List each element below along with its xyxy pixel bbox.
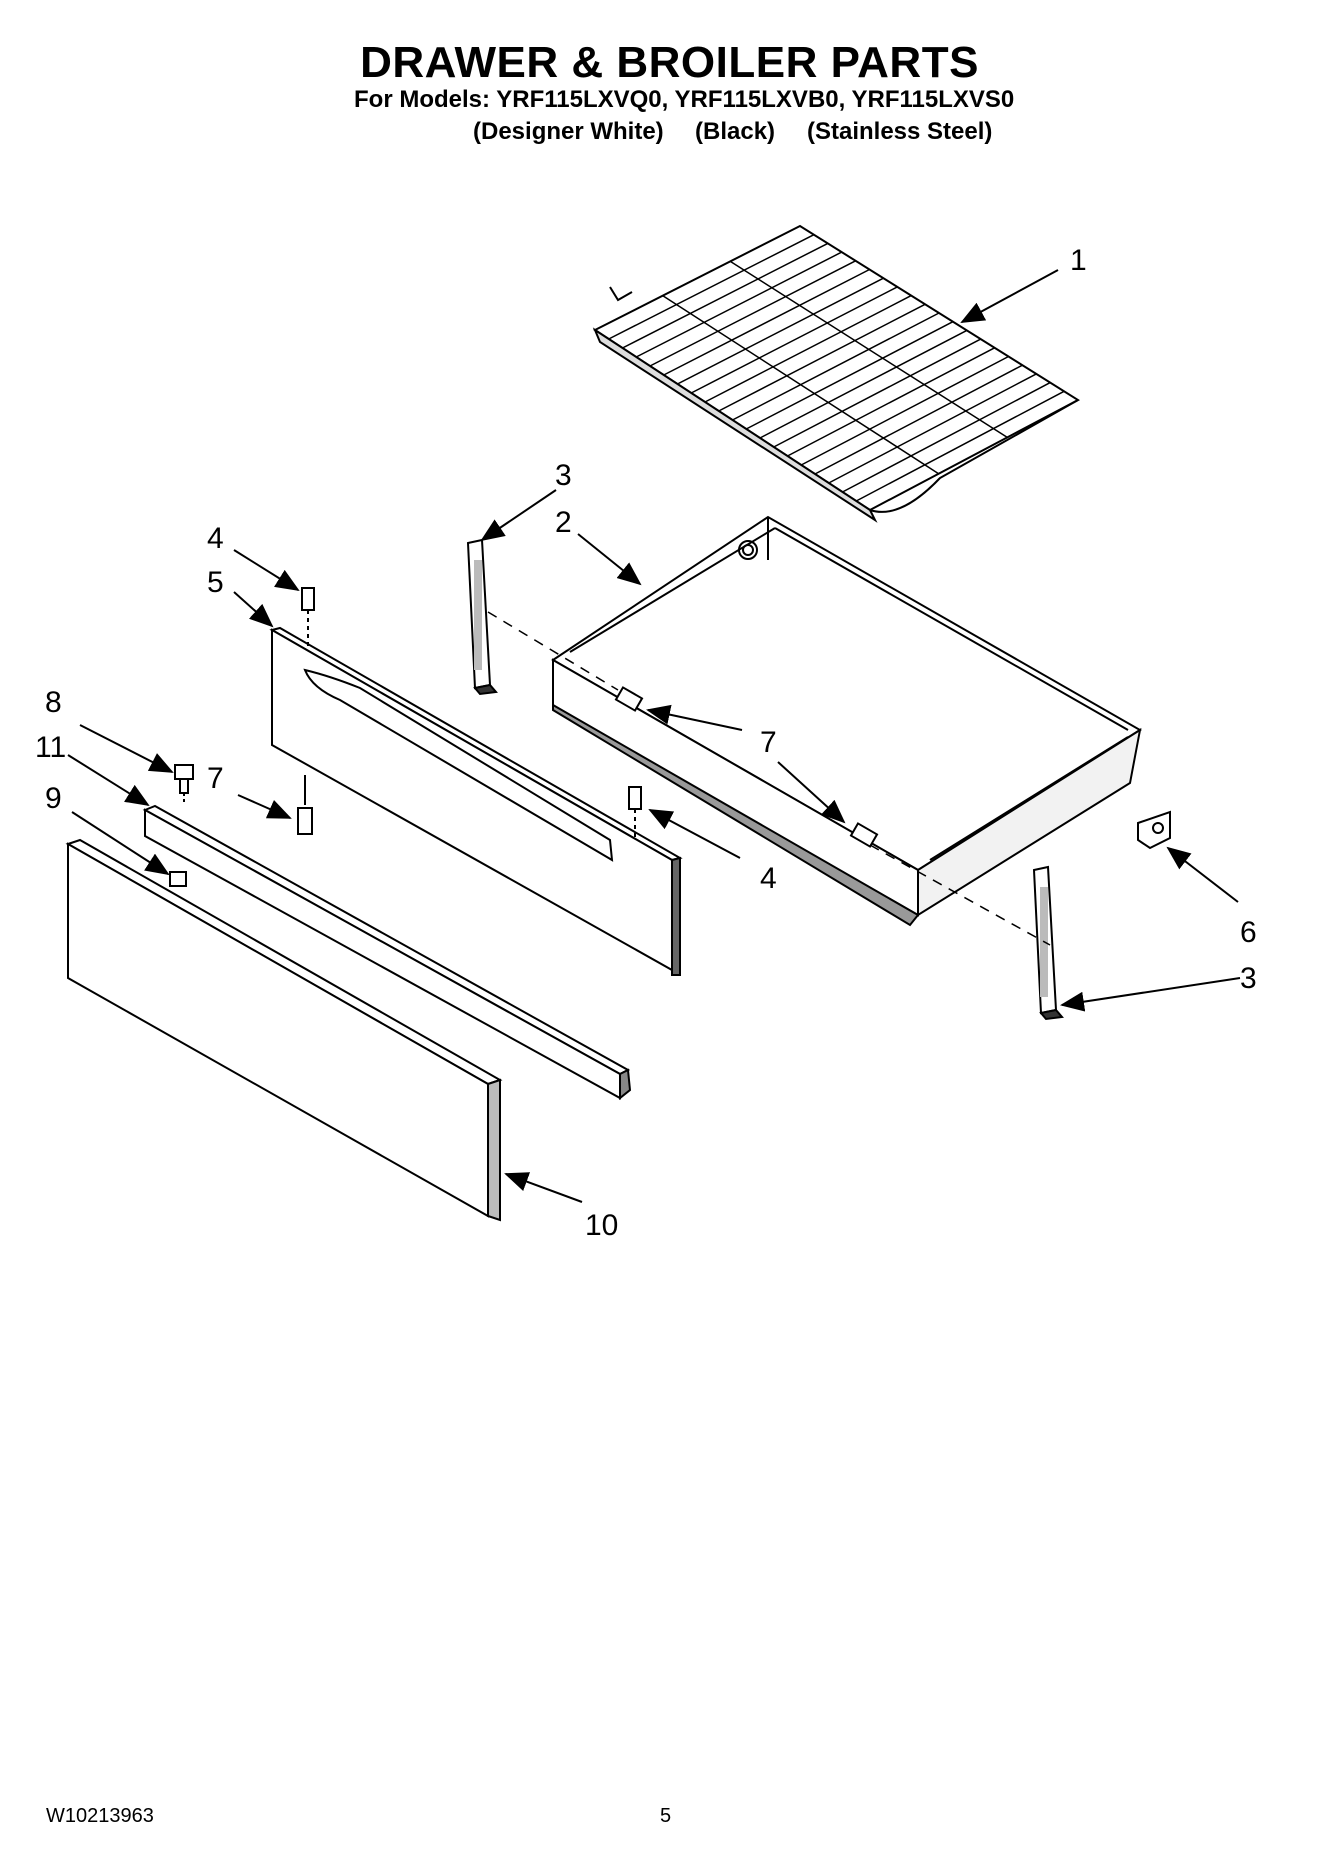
rack-wire bbox=[787, 347, 995, 457]
trim-strip-part bbox=[142, 804, 632, 1101]
leader-arrows bbox=[67, 269, 1241, 1203]
stop-clip-part bbox=[1137, 810, 1171, 850]
page-number: 5 bbox=[660, 1805, 672, 1827]
rack-wire bbox=[635, 251, 843, 358]
rack-wire bbox=[608, 234, 815, 340]
alignment-lines bbox=[487, 611, 1051, 946]
screw-8 bbox=[174, 764, 194, 805]
rack-wire bbox=[718, 303, 926, 412]
rack-wire bbox=[677, 277, 884, 385]
variant-stainless-steel: (Stainless Steel) bbox=[807, 118, 993, 145]
rack-wire bbox=[622, 242, 829, 349]
drawer-box-part bbox=[551, 515, 1142, 927]
callout-9: 9 bbox=[45, 782, 62, 815]
rack-wire bbox=[759, 329, 968, 439]
rack-wire bbox=[814, 364, 1023, 475]
rack-wire bbox=[773, 338, 982, 448]
rack-wire bbox=[855, 390, 1065, 502]
variant-black: (Black) bbox=[695, 118, 776, 145]
page-title: DRAWER & BROILER PARTS bbox=[360, 38, 979, 87]
models-line: For Models: YRF115LXVQ0, YRF115LXVB0, YR… bbox=[354, 86, 1015, 113]
callout-3-lower: 3 bbox=[1240, 962, 1257, 995]
rack-wire bbox=[690, 286, 898, 394]
screw-4-lower bbox=[628, 786, 642, 840]
callout-5: 5 bbox=[207, 566, 224, 599]
rack-wire bbox=[704, 294, 912, 403]
rack-wire bbox=[800, 355, 1009, 466]
rack-wire bbox=[828, 373, 1037, 484]
callout-8: 8 bbox=[45, 686, 62, 719]
callout-10: 10 bbox=[585, 1209, 618, 1242]
screw-7-front bbox=[297, 775, 313, 835]
drawer-front-panel-part bbox=[269, 626, 683, 976]
callout-7-drawer: 7 bbox=[760, 726, 777, 759]
slide-rail-right-part bbox=[1032, 865, 1064, 1021]
rack-crossbar bbox=[729, 260, 1008, 439]
callout-1: 1 bbox=[1070, 244, 1087, 277]
rack-wire bbox=[732, 312, 940, 421]
rack-wire bbox=[663, 268, 870, 376]
callout-6: 6 bbox=[1240, 916, 1257, 949]
rack-wire bbox=[649, 260, 856, 367]
rack-crossbar bbox=[662, 295, 940, 475]
rack-wire bbox=[745, 321, 954, 430]
callout-7-front: 7 bbox=[207, 762, 224, 795]
screw-7-drawer-left bbox=[614, 686, 644, 712]
rack-wire bbox=[842, 381, 1051, 493]
callout-11: 11 bbox=[35, 731, 66, 764]
variant-designer-white: (Designer White) bbox=[473, 118, 664, 145]
callout-3-top: 3 bbox=[555, 459, 572, 492]
broiler-rack-part bbox=[592, 224, 1081, 523]
drawer-panel-part bbox=[65, 838, 503, 1222]
callout-2: 2 bbox=[555, 506, 572, 539]
screw-4-upper bbox=[301, 587, 315, 650]
callout-4-lower: 4 bbox=[760, 862, 777, 895]
screw-7-drawer-right bbox=[849, 822, 879, 848]
slide-rail-left-part bbox=[466, 538, 498, 696]
clip-9 bbox=[169, 871, 187, 887]
document-number: W10213963 bbox=[46, 1805, 154, 1827]
callout-4-top: 4 bbox=[207, 522, 224, 555]
